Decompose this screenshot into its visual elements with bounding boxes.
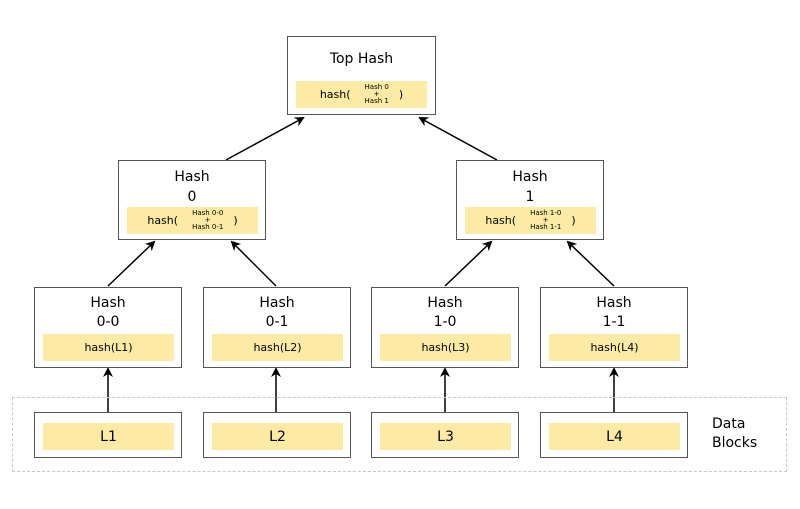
- top-hash-title: Top Hash: [329, 51, 394, 67]
- hash-0-formula: hash( Hash 0-0 + Hash 0-1 ): [127, 207, 258, 234]
- hash-1-0-node: Hash 1-0 hash(L3): [371, 287, 519, 368]
- hash-1-title-1: Hash: [512, 169, 548, 185]
- hash-1-plus: +: [542, 216, 549, 224]
- hash-0-1-title-2: 0-1: [265, 314, 289, 330]
- top-hash-node: Top Hash hash( Hash 0 + Hash 1 ): [287, 36, 436, 115]
- leaf-l3-label: L3: [380, 423, 511, 450]
- hash-0-0-formula: hash(L1): [43, 334, 174, 361]
- top-hash-fn: hash(: [319, 88, 351, 101]
- hash-1-operand-b: Hash 1-1: [530, 223, 562, 231]
- hash-1-0-title-1: Hash: [427, 295, 463, 311]
- hash-0-0-title-1: Hash: [90, 295, 126, 311]
- hash-0-node: Hash 0 hash( Hash 0-0 + Hash 0-1 ): [118, 160, 266, 240]
- arrow-h0-to-top: [225, 117, 305, 161]
- hash-1-operand-a: Hash 1-0: [530, 209, 562, 217]
- top-hash-plus: +: [373, 90, 380, 98]
- leaf-l3-node: L3: [371, 412, 519, 458]
- hash-1-0-formula: hash(L3): [380, 334, 511, 361]
- hash-1-close: ): [571, 214, 576, 227]
- data-blocks-label: Data Blocks: [712, 415, 757, 453]
- hash-0-0-title-2: 0-0: [96, 314, 120, 330]
- leaf-l1-node: L1: [34, 412, 182, 458]
- data-blocks-line1: Data: [712, 416, 746, 432]
- top-hash-operand-a: Hash 0: [364, 83, 389, 91]
- hash-0-title-1: Hash: [174, 169, 210, 185]
- arrow-h1-to-top: [418, 117, 498, 161]
- leaf-l1-label: L1: [43, 423, 174, 450]
- leaf-l2-node: L2: [203, 412, 351, 458]
- hash-1-operands: Hash 1-0 + Hash 1-1: [530, 210, 561, 231]
- leaf-l2-label: L2: [212, 423, 343, 450]
- hash-1-formula: hash( Hash 1-0 + Hash 1-1 ): [465, 207, 596, 234]
- data-blocks-region: [12, 397, 787, 472]
- hash-1-node: Hash 1 hash( Hash 1-0 + Hash 1-1 ): [456, 160, 604, 240]
- top-hash-operand-b: Hash 1: [364, 97, 389, 105]
- hash-1-fn: hash(: [485, 214, 517, 227]
- hash-1-1-formula: hash(L4): [549, 334, 680, 361]
- hash-0-1-title-1: Hash: [259, 295, 295, 311]
- hash-0-title-2: 0: [187, 189, 197, 205]
- hash-1-1-node: Hash 1-1 hash(L4): [540, 287, 688, 368]
- hash-0-operands: Hash 0-0 + Hash 0-1: [192, 210, 223, 231]
- data-blocks-line2: Blocks: [712, 435, 758, 451]
- hash-1-1-title-2: 1-1: [602, 314, 626, 330]
- hash-1-1-title-1: Hash: [596, 295, 632, 311]
- hash-0-close: ): [233, 214, 238, 227]
- hash-0-operand-a: Hash 0-0: [192, 209, 224, 217]
- hash-0-fn: hash(: [147, 214, 179, 227]
- hash-0-1-node: Hash 0-1 hash(L2): [203, 287, 351, 368]
- hash-0-1-formula: hash(L2): [212, 334, 343, 361]
- arrow-h11-to-h1: [566, 240, 615, 287]
- hash-1-0-title-2: 1-0: [433, 314, 457, 330]
- leaf-l4-node: L4: [540, 412, 688, 458]
- arrow-h00-to-h0: [107, 240, 156, 287]
- hash-0-0-node: Hash 0-0 hash(L1): [34, 287, 182, 368]
- top-hash-close: ): [398, 88, 404, 101]
- arrow-h01-to-h0: [230, 240, 277, 287]
- top-hash-formula: hash( Hash 0 + Hash 1 ): [296, 81, 427, 108]
- leaf-l4-label: L4: [549, 423, 680, 450]
- arrow-h10-to-h1: [444, 240, 493, 287]
- hash-0-operand-b: Hash 0-1: [192, 223, 224, 231]
- hash-0-plus: +: [204, 216, 211, 224]
- top-hash-operands: Hash 0 + Hash 1: [365, 84, 389, 105]
- hash-1-title-2: 1: [525, 189, 535, 205]
